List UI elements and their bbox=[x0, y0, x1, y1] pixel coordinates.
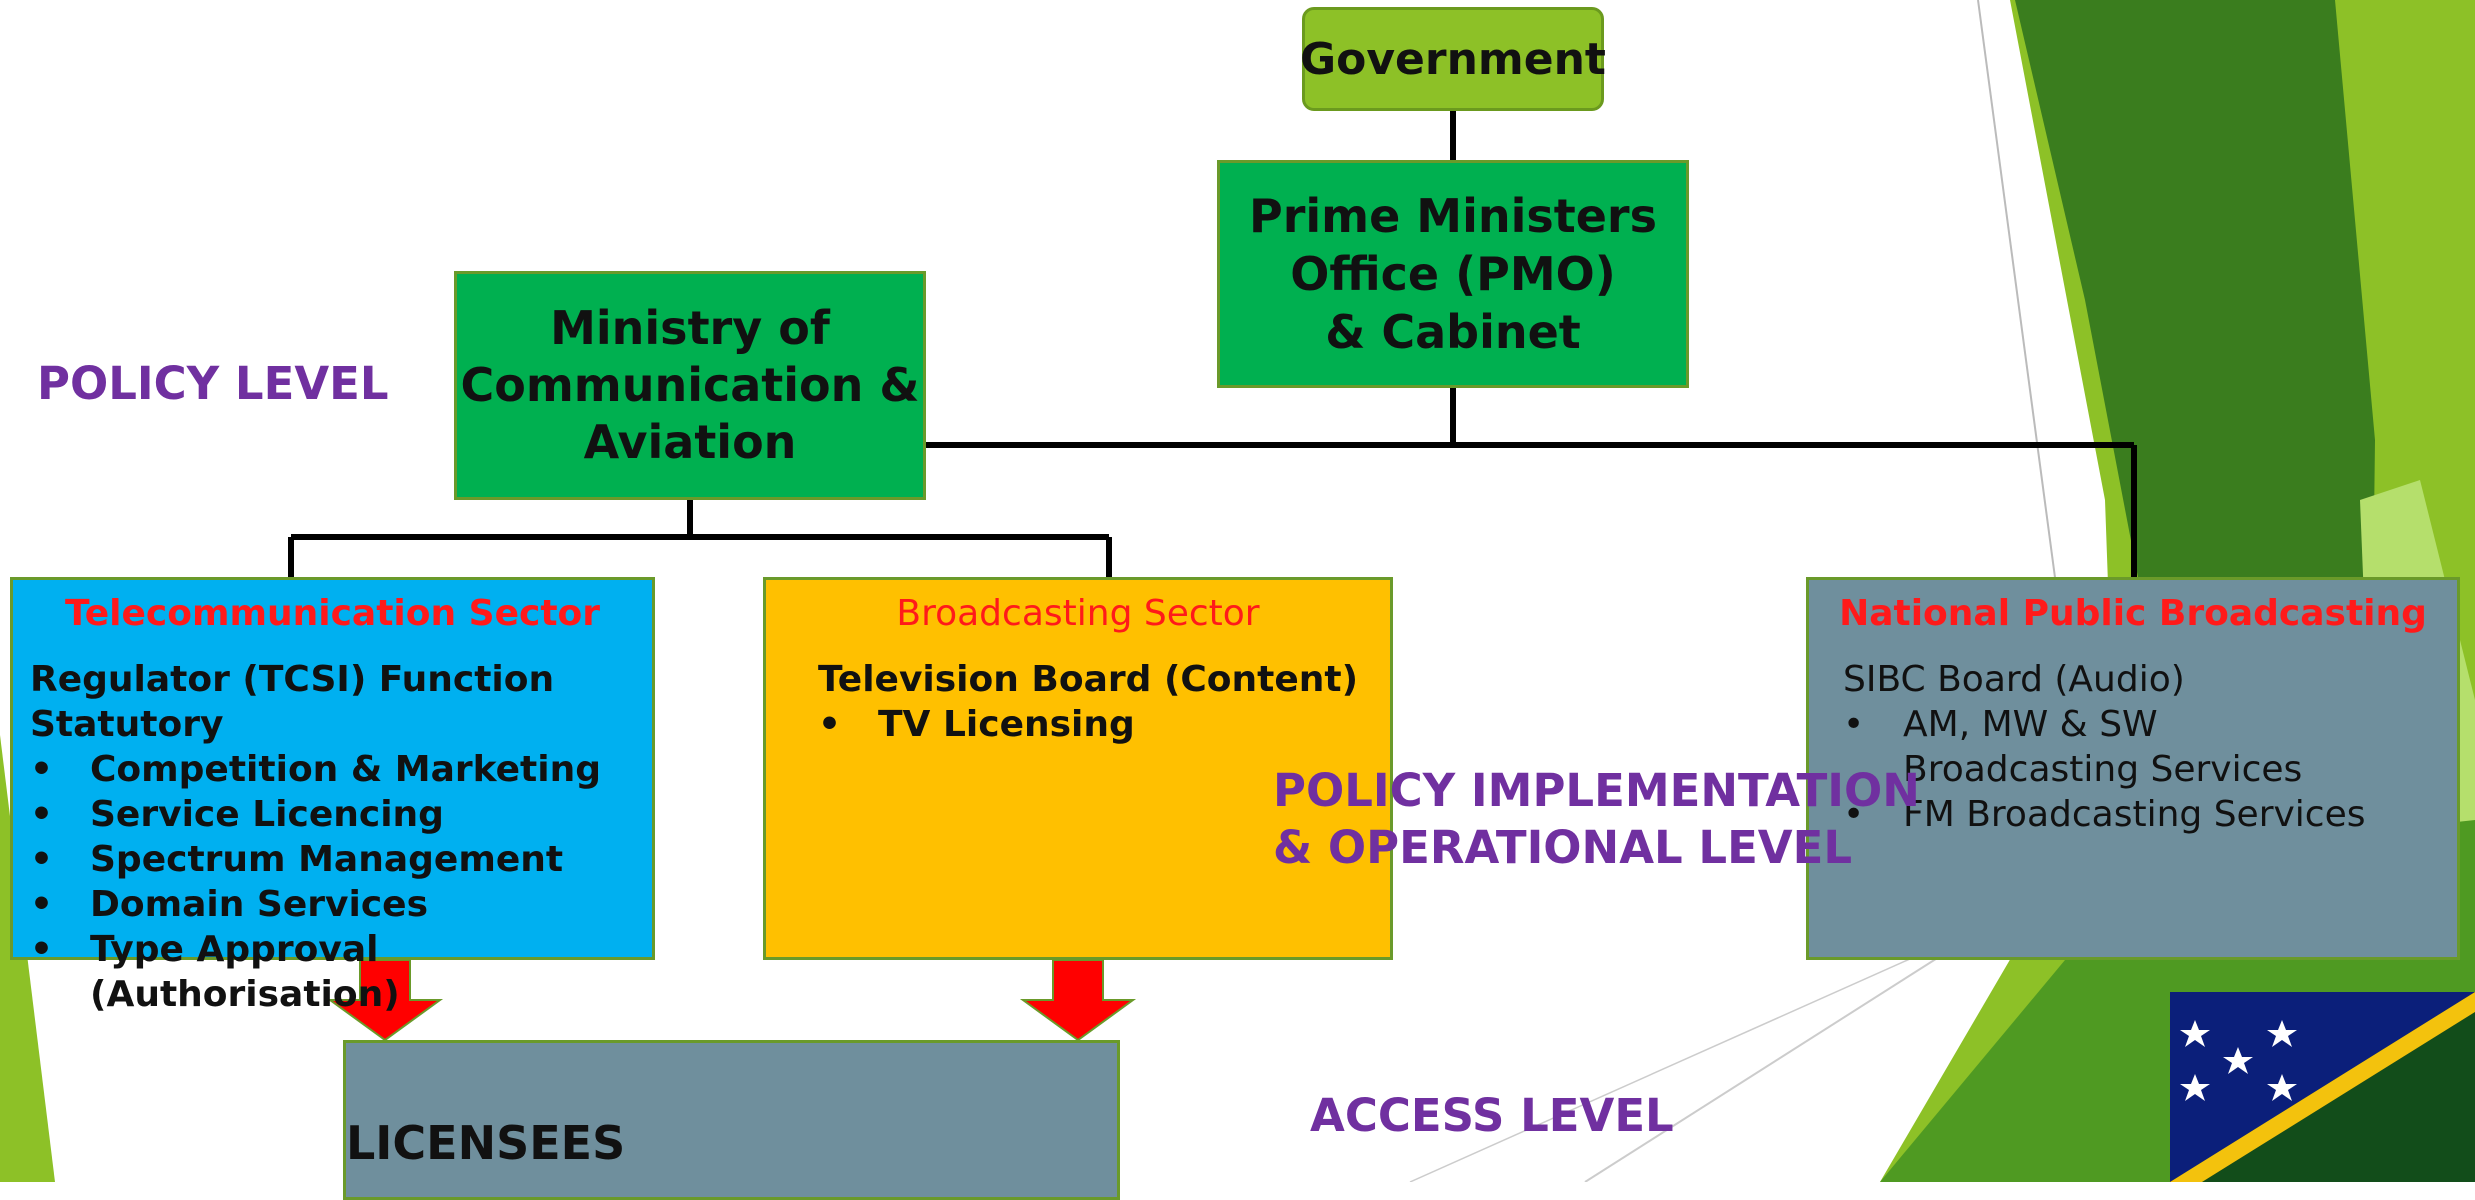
government-box: Government bbox=[1300, 7, 1606, 111]
flag-stars bbox=[2180, 1020, 2297, 1101]
broadcasting-sector-box: Broadcasting Sector Television Board (Co… bbox=[763, 577, 1393, 960]
pmo-label-line: Office (PMO) bbox=[1290, 247, 1616, 301]
implementation-level-line: POLICY IMPLEMENTATION bbox=[1273, 764, 1920, 817]
ministry-box: Ministry of Communication & Aviation bbox=[454, 271, 926, 500]
access-level-label: ACCESS LEVEL bbox=[1310, 1089, 1674, 1142]
licensees-label: LICENSEES bbox=[346, 1115, 626, 1170]
star-icon bbox=[2180, 1020, 2210, 1047]
telecom-sector-box: Telecommunication Sector Regulator (TCSI… bbox=[10, 577, 655, 1015]
npb-item: FM Broadcasting Services bbox=[1843, 792, 2457, 837]
ministry-label-line: Communication & bbox=[460, 358, 920, 412]
telecom-sector-title: Telecommunication Sector bbox=[64, 593, 601, 634]
government-label: Government bbox=[1300, 33, 1606, 85]
telecom-item: Type Approval (Authorisation) bbox=[30, 927, 652, 1017]
star-icon bbox=[2267, 1074, 2297, 1101]
broadcasting-heading: Television Board (Content) bbox=[818, 659, 1359, 700]
npb-title: National Public Broadcasting bbox=[1839, 593, 2427, 634]
solomon-islands-flag bbox=[2170, 992, 2475, 1182]
telecom-item: Domain Services bbox=[30, 882, 652, 927]
implementation-level-line: & OPERATIONAL LEVEL bbox=[1273, 821, 1853, 874]
ministry-label-line: Ministry of bbox=[550, 301, 830, 355]
decor-line bbox=[1584, 949, 1951, 1182]
star-icon bbox=[2223, 1047, 2253, 1074]
down-arrow-broadcasting bbox=[1019, 959, 1137, 1042]
flag-yellow-stripe bbox=[2170, 992, 2475, 1182]
pmo-label-line: Prime Ministers bbox=[1248, 189, 1657, 243]
broadcasting-item: TV Licensing bbox=[818, 702, 1390, 747]
licensees-box: LICENSEES bbox=[343, 1040, 1120, 1200]
broadcasting-sector-title: Broadcasting Sector bbox=[896, 593, 1260, 634]
star-icon bbox=[2180, 1074, 2210, 1101]
pmo-label-line: & Cabinet bbox=[1325, 305, 1581, 359]
decor-line bbox=[1409, 949, 1931, 1182]
npb-box: National Public Broadcasting SIBC Board … bbox=[1806, 577, 2460, 960]
policy-level-label: POLICY LEVEL bbox=[37, 357, 389, 410]
ministry-label-line: Aviation bbox=[583, 415, 797, 469]
telecom-item: Spectrum Management bbox=[30, 837, 652, 882]
npb-heading: SIBC Board (Audio) bbox=[1843, 659, 2185, 700]
telecom-heading: Regulator (TCSI) Function Statutory bbox=[30, 659, 555, 745]
implementation-level-label: POLICY IMPLEMENTATION & OPERATIONAL LEVE… bbox=[1273, 762, 1920, 876]
telecom-item: Competition & Marketing bbox=[30, 747, 652, 792]
npb-item: AM, MW & SW Broadcasting Services bbox=[1843, 702, 2373, 792]
pmo-box: Prime Ministers Office (PMO) & Cabinet bbox=[1217, 160, 1689, 388]
star-icon bbox=[2267, 1020, 2297, 1047]
telecom-item: Service Licencing bbox=[30, 792, 652, 837]
